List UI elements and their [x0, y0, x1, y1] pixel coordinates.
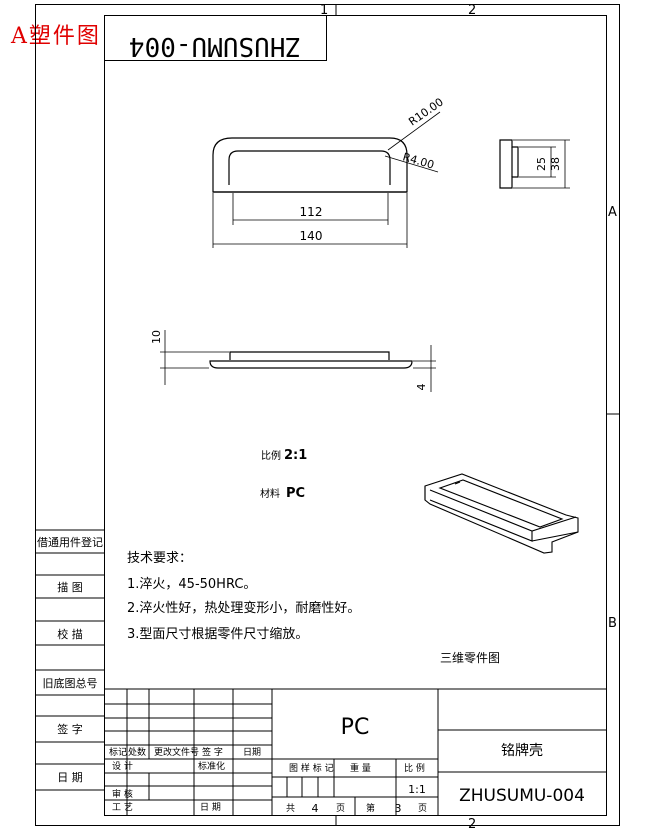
hdr-doc: 更改文件号	[154, 746, 199, 758]
tech-title: 技术要求：	[127, 551, 192, 566]
material-value: PC	[286, 486, 305, 501]
side-label-6: 日 期	[57, 771, 83, 784]
hdr-count: 处数	[128, 746, 146, 758]
drawing-number-box	[104, 15, 327, 61]
zone-mark-b: B	[608, 616, 617, 631]
tech-item-1: 1.淬火，45-50HRC。	[127, 577, 256, 592]
dim-r4: R4.00	[401, 150, 435, 171]
hdr-mark: 标记	[109, 746, 127, 758]
title-material: PC	[341, 715, 370, 740]
lbl-design: 设 计	[112, 760, 133, 772]
tech-item-2: 2.淬火性好，热处理变形小，耐磨性好。	[127, 600, 360, 616]
lbl-standard: 标准化	[198, 760, 225, 772]
dim-10: 10	[150, 330, 163, 344]
lbl-process: 工 艺	[112, 802, 133, 813]
title-part-name: 铭牌壳	[501, 742, 543, 759]
lbl-sheet-no-pre: 第	[366, 802, 375, 814]
drawing-number-rotated: ZHUSUMU-004	[129, 31, 301, 61]
title-code: ZHUSUMU-004	[459, 786, 585, 806]
top-view	[212, 137, 408, 193]
lbl-weight: 重 量	[350, 762, 371, 774]
material-label: 材料	[260, 487, 280, 500]
lbl-scale-hdr: 比 例	[404, 762, 425, 774]
lbl-date: 日 期	[200, 802, 221, 813]
zone-mark-2-bottom: 2	[468, 817, 476, 830]
lbl-sheets-total-pre: 共	[286, 803, 295, 814]
zone-mark-a: A	[608, 205, 617, 220]
isometric-view	[424, 473, 579, 554]
iso-caption: 三维零件图	[440, 651, 500, 665]
title-block	[104, 688, 606, 815]
dim-140: 140	[300, 229, 323, 243]
front-view	[209, 351, 413, 369]
lbl-stage-mark: 图 样 标 记	[289, 762, 334, 774]
zone-mark-2: 2	[468, 3, 476, 18]
side-section-view	[499, 139, 519, 189]
lbl-sheet-no-suf: 页	[418, 803, 427, 814]
side-table	[35, 529, 104, 791]
hdr-sign: 签 字	[202, 746, 223, 758]
sheet-outer-border	[35, 4, 620, 826]
title-scale-value: 1:1	[408, 783, 426, 796]
tech-item-3: 3.型面尺寸根据零件尺寸缩放。	[127, 626, 308, 642]
zone-mark-1: 1	[320, 3, 328, 18]
dim-4: 4	[415, 384, 428, 391]
dim-25: 25	[535, 157, 548, 171]
lbl-audit: 审 核	[112, 788, 133, 800]
lbl-sheets-suf: 页	[336, 803, 345, 814]
side-label-5: 签 字	[57, 722, 83, 736]
side-label-2: 描 图	[57, 580, 83, 594]
red-stamp-label: A塑件图	[11, 24, 101, 49]
scale-label: 比例	[261, 449, 281, 462]
side-label-4: 旧底图总号	[43, 676, 98, 690]
hdr-date: 日期	[243, 747, 261, 758]
side-label-3: 校 描	[57, 627, 83, 641]
scale-value: 2:1	[284, 448, 307, 463]
dim-38: 38	[549, 157, 562, 171]
side-label-1: 借通用件登记	[37, 535, 103, 549]
drawing-frame	[104, 15, 607, 816]
title-sheet-no: 3	[395, 802, 402, 815]
dim-112: 112	[300, 205, 323, 219]
title-sheets-total: 4	[312, 802, 319, 815]
